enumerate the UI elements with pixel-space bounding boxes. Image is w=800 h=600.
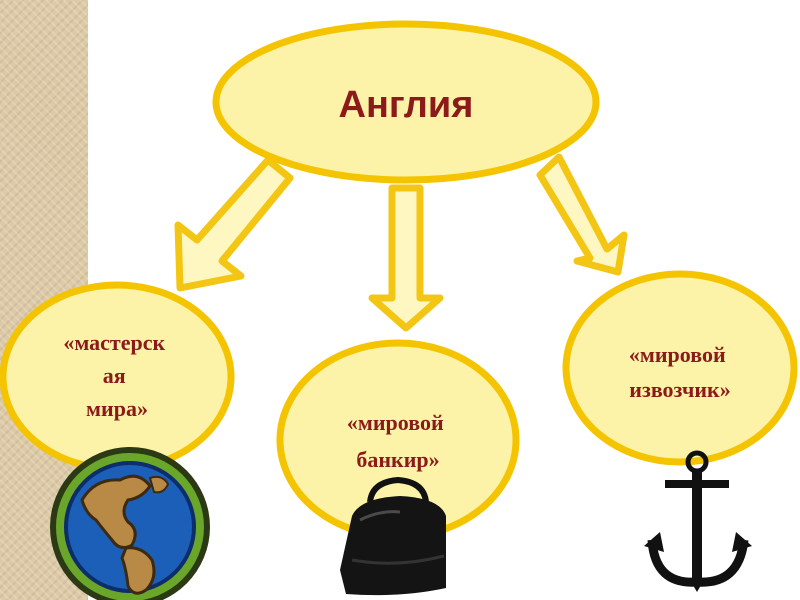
node-label-line: «мастерск: [63, 330, 165, 355]
root-node: Англия: [212, 20, 600, 184]
node-label-line: извозчик»: [629, 377, 730, 402]
node-world-carrier: «мировой извозчик»: [562, 270, 798, 466]
svg-text:«мастерск ая мира»: «мастерск ая мира»: [63, 330, 170, 421]
node-label-line: ая: [103, 363, 126, 388]
arrow-left: [174, 156, 294, 292]
svg-text:«мировой извозчик»: «мировой извозчик»: [629, 342, 731, 402]
bag-icon: [340, 476, 446, 596]
arrow-right: [536, 153, 628, 276]
anchor-icon: [644, 450, 752, 592]
node-label-line: мира»: [86, 396, 148, 421]
node-world-banker: «мировой банкир»: [276, 339, 520, 541]
root-node-title: Англия: [339, 84, 474, 126]
node-label-line: «мировой: [629, 342, 726, 367]
arrow-center: [368, 184, 444, 332]
node-label-line: банкир»: [356, 447, 439, 472]
node-label-line: «мировой: [347, 410, 444, 435]
globe-icon: [50, 447, 210, 600]
svg-text:«мировой банкир»: «мировой банкир»: [347, 410, 449, 472]
node-workshop-of-the-world: «мастерск ая мира»: [0, 281, 235, 473]
